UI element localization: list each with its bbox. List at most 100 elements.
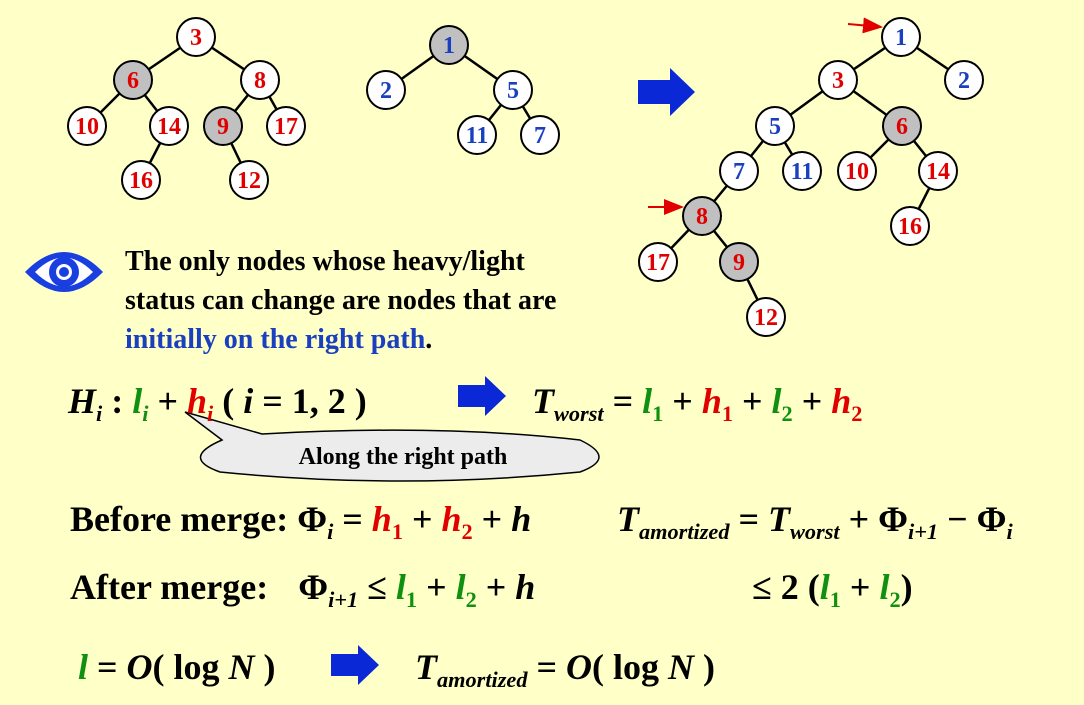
node-circle <box>682 196 722 236</box>
node-label: 2 <box>958 68 970 94</box>
node-circle <box>918 151 958 191</box>
node-circle <box>837 151 877 191</box>
node-label: 3 <box>832 68 844 94</box>
node-circle <box>818 60 858 100</box>
node-label: 9 <box>733 250 745 276</box>
heap1-node-12: 12 <box>229 160 269 200</box>
formula-tamortized: Tamortized = Tworst + Φi+1 − Φi <box>617 499 1013 544</box>
node-label: 14 <box>926 159 950 185</box>
formula-after-merge: After merge:Φi+1 ≤ l1 + l2 + h <box>70 567 536 612</box>
note-right-path: initially on the right path <box>125 324 426 355</box>
node-label: 6 <box>127 68 139 94</box>
node-label: 16 <box>898 214 922 240</box>
merged-node-17: 17 <box>638 242 678 282</box>
formula-bound: ≤ 2 (l1 + l2) <box>752 567 913 612</box>
node-circle <box>719 151 759 191</box>
callout-bubble <box>184 411 600 482</box>
node-circle <box>429 25 469 65</box>
heap1-node-6: 6 <box>113 60 153 100</box>
heavy-light-note: The only nodes whose heavy/light status … <box>125 242 556 359</box>
node-circle <box>881 17 921 57</box>
formula-hi: Hi : li + hi ( i = 1, 2 ) <box>68 381 367 426</box>
root-pointer-arrow <box>847 17 883 34</box>
merged-node-11: 11 <box>782 151 822 191</box>
node-label: 16 <box>129 168 153 194</box>
node-label: 8 <box>254 68 266 94</box>
merged-node-10: 10 <box>837 151 877 191</box>
heap1-node-17: 17 <box>266 106 306 146</box>
node-circle <box>113 60 153 100</box>
node-circle <box>782 151 822 191</box>
merged-node-8: 8 <box>682 196 722 236</box>
node-label: 11 <box>791 159 814 185</box>
heap1-node-16: 16 <box>121 160 161 200</box>
merged-node-6: 6 <box>882 106 922 146</box>
node-label: 2 <box>380 78 392 104</box>
merged-node-1: 1 <box>881 17 921 57</box>
note-line-1: The only nodes whose heavy/light <box>125 246 525 277</box>
node-circle <box>176 17 216 57</box>
merged-node-9: 9 <box>719 242 759 282</box>
node-circle <box>755 106 795 146</box>
node-circle <box>719 242 759 282</box>
heap2-node-2: 2 <box>366 70 406 110</box>
implies-arrow-icon <box>458 376 506 416</box>
merged-node-5: 5 <box>755 106 795 146</box>
merged-node-3: 3 <box>818 60 858 100</box>
note-line-3: initially on the right path. <box>125 324 433 355</box>
node-label: 10 <box>75 114 99 140</box>
merged-node-7: 7 <box>719 151 759 191</box>
formula-final-amortized: Tamortized = O( log N ) <box>415 647 716 692</box>
node-label: 7 <box>534 123 546 149</box>
merge-arrow-icon <box>638 68 695 116</box>
node-circle <box>944 60 984 100</box>
heap2-node-7: 7 <box>520 115 560 155</box>
merged-node-14: 14 <box>918 151 958 191</box>
node-circle <box>229 160 269 200</box>
node-label: 6 <box>896 114 908 140</box>
node-circle <box>457 115 497 155</box>
node-label: 3 <box>190 25 202 51</box>
node-label: 5 <box>769 114 781 140</box>
node-circle <box>890 206 930 246</box>
heap2-node-11: 11 <box>457 115 497 155</box>
heap1-node-9: 9 <box>203 106 243 146</box>
node-label: 12 <box>237 168 261 194</box>
node-label: 14 <box>157 114 181 140</box>
node-label: 12 <box>754 305 778 331</box>
heap1-node-8: 8 <box>240 60 280 100</box>
heap2-node-1: 1 <box>429 25 469 65</box>
node-label: 1 <box>895 25 907 51</box>
node-circle <box>882 106 922 146</box>
node-circle <box>266 106 306 146</box>
node-circle <box>746 297 786 337</box>
conclusion-arrow-icon <box>331 645 379 685</box>
heap2-node-5: 5 <box>493 70 533 110</box>
formula-before-merge: Before merge: Φi = h1 + h2 + h <box>70 499 532 544</box>
node-label: 8 <box>696 204 708 230</box>
heap1-node-3: 3 <box>176 17 216 57</box>
heap1-node-10: 10 <box>67 106 107 146</box>
formula-l-bound: l = O( log N ) <box>78 647 276 687</box>
node-circle <box>493 70 533 110</box>
node-label: 7 <box>733 159 745 185</box>
note-line-2: status can change are nodes that are <box>125 285 557 316</box>
node-circle <box>366 70 406 110</box>
node-circle <box>203 106 243 146</box>
node-label: 5 <box>507 78 519 104</box>
node-circle <box>149 106 189 146</box>
node-label: 17 <box>646 250 670 276</box>
node-label: 10 <box>845 159 869 185</box>
node-circle <box>520 115 560 155</box>
merged-node-16: 16 <box>890 206 930 246</box>
node-circle <box>240 60 280 100</box>
callout-label: Along the right path <box>298 444 508 470</box>
node-label: 1 <box>443 33 455 59</box>
node-circle <box>121 160 161 200</box>
node-circle <box>638 242 678 282</box>
eye-icon <box>25 252 103 292</box>
heap1-node-14: 14 <box>149 106 189 146</box>
formula-tworst: Tworst = l1 + h1 + l2 + h2 <box>532 381 863 426</box>
merged-node-12: 12 <box>746 297 786 337</box>
